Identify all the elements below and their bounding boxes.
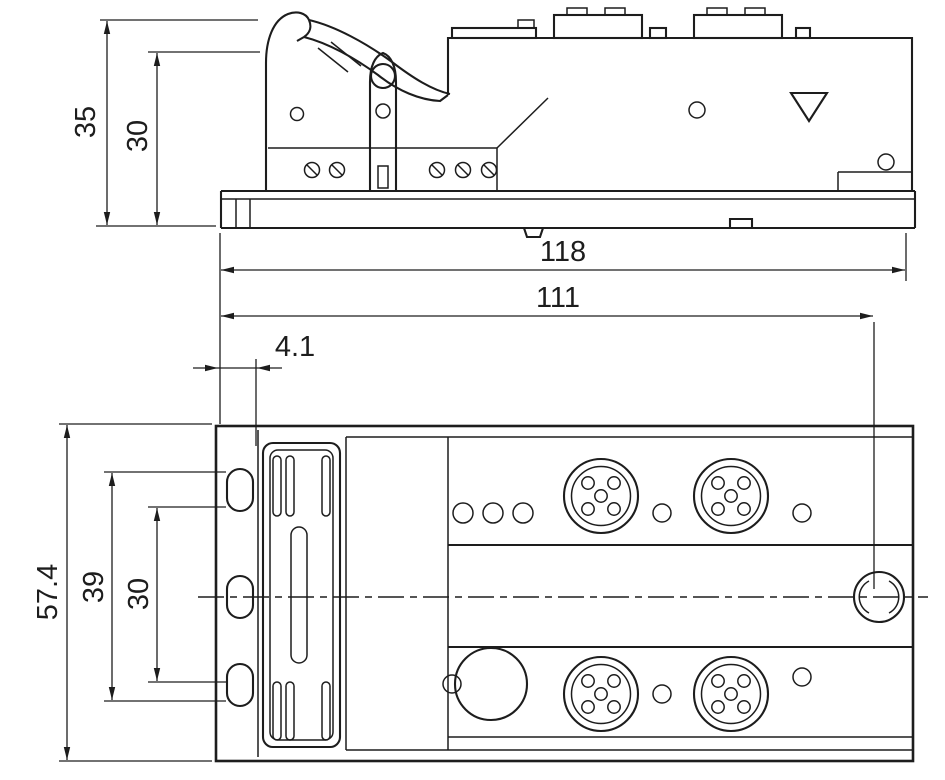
vent-panel	[261, 441, 342, 749]
m12-connector	[562, 655, 640, 733]
mounting-column	[225, 430, 259, 757]
mounting-slot	[225, 662, 255, 708]
connector-block	[692, 13, 784, 40]
dim-label-118: 118	[540, 236, 586, 268]
dim-label-30-top: 30	[123, 578, 155, 610]
dimension-118: 118	[219, 233, 907, 424]
dim-label-111: 111	[536, 282, 580, 314]
top-connector-blocks	[450, 7, 812, 40]
bottom-row-features	[442, 646, 812, 733]
dimension-57-4: 57.4	[32, 423, 212, 762]
housing-hole	[688, 101, 706, 119]
housing-body	[446, 36, 914, 191]
top-view	[198, 424, 928, 763]
side-bump	[442, 674, 462, 694]
dim-label-30-side: 30	[122, 120, 154, 152]
m12-connector	[562, 457, 640, 535]
pivot-hole-small	[375, 103, 391, 119]
bracket-hole	[289, 106, 305, 122]
small-hole	[652, 684, 672, 704]
blank-port	[453, 646, 529, 722]
dim-label-4-1: 4.1	[275, 331, 315, 363]
dimension-30-side: 30	[122, 51, 260, 225]
screw-heads	[303, 161, 498, 179]
connector-block	[552, 13, 644, 40]
mounting-slot	[225, 467, 255, 513]
din-rail-foot	[219, 189, 917, 239]
clamp-bracket	[264, 11, 498, 191]
dim-label-35: 35	[70, 106, 102, 138]
led-hole	[482, 502, 504, 524]
dim-label-57-4: 57.4	[32, 564, 64, 620]
small-hole	[792, 503, 812, 523]
dimension-30-top: 30	[123, 506, 226, 683]
housing-hole	[877, 153, 895, 171]
side-view	[219, 7, 917, 239]
small-hole	[652, 503, 672, 523]
led-hole	[512, 502, 534, 524]
pivot-hole	[369, 62, 397, 90]
dimension-35: 35	[70, 19, 258, 227]
pivot-post	[368, 51, 398, 191]
right-port	[852, 570, 906, 624]
module-outline	[214, 424, 915, 763]
top-row-features	[452, 457, 812, 535]
dimensions: 35 30 118 111 4.1	[32, 19, 907, 762]
dimension-39: 39	[78, 471, 226, 702]
m12-connector	[692, 457, 770, 535]
dimension-4-1: 4.1	[193, 331, 315, 446]
led-hole	[452, 502, 474, 524]
small-hole	[792, 667, 812, 687]
m12-connector	[692, 655, 770, 733]
dim-label-39: 39	[78, 571, 110, 603]
dimension-111: 111	[221, 282, 875, 589]
v-notch-marker	[789, 91, 829, 123]
